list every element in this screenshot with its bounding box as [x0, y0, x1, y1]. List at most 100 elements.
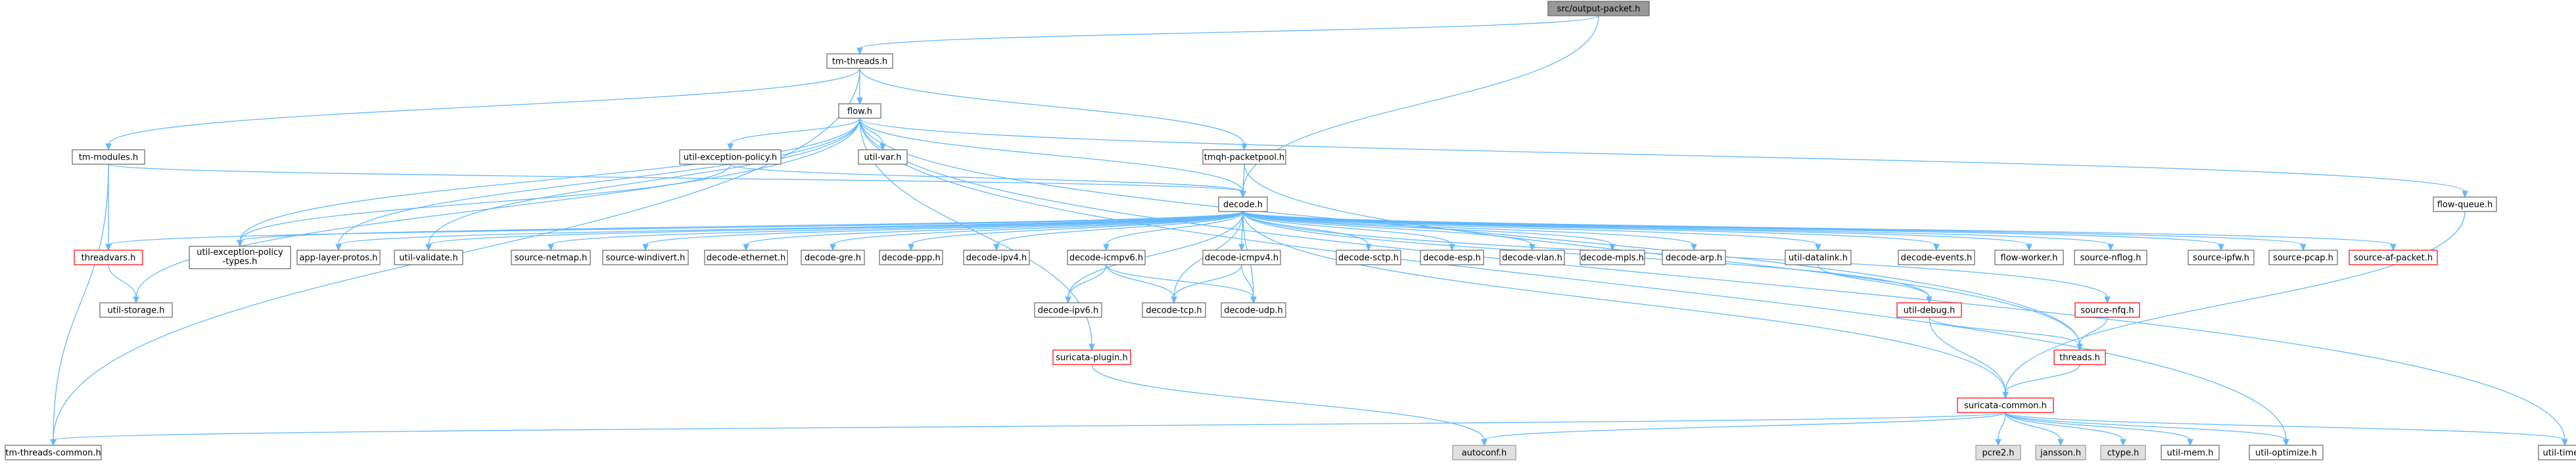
- node-label: autoconf.h: [1462, 449, 1507, 458]
- node-label: -types.h: [223, 257, 258, 267]
- node-source-windivert[interactable]: source-windivert.h: [602, 250, 689, 265]
- edge-decode-icmpv4-to-decode-udp: [1241, 264, 1257, 304]
- node-suricata-plugin[interactable]: suricata-plugin.h: [1052, 349, 1131, 365]
- node-label: decode-tcp.h: [1146, 306, 1202, 316]
- node-decode-ipv4[interactable]: decode-ipv4.h: [963, 250, 1030, 265]
- node-util-storage[interactable]: util-storage.h: [99, 302, 173, 318]
- node-label: pcre2.h: [1982, 449, 2014, 458]
- node-decode-ipv6[interactable]: decode-ipv6.h: [1034, 302, 1102, 318]
- node-util-validate[interactable]: util-validate.h: [394, 250, 463, 265]
- node-label: tm-modules.h: [79, 153, 138, 163]
- node-label: tm-threads.h: [832, 57, 887, 67]
- node-source-nflog[interactable]: source-nflog.h: [2074, 250, 2147, 265]
- edges-layer: [50, 15, 2568, 447]
- edge-decode-to-util-datalink: [1242, 211, 1821, 252]
- edge-suricata-common-to-util-optimize: [2005, 412, 2289, 447]
- node-threads[interactable]: threads.h: [2053, 349, 2106, 365]
- node-autoconf[interactable]: autoconf.h: [1452, 445, 1516, 460]
- node-label: src/output-packet.h: [1557, 5, 1641, 14]
- node-util-debug[interactable]: util-debug.h: [1896, 302, 1962, 318]
- edge-decode-icmpv6-to-decode-tcp: [1106, 264, 1177, 304]
- node-app-layer-protos[interactable]: app-layer-protos.h: [296, 250, 381, 265]
- node-output-packet[interactable]: src/output-packet.h: [1547, 1, 1650, 16]
- node-decode-ethernet[interactable]: decode-ethernet.h: [704, 250, 788, 265]
- edge-suricata-common-to-jansson: [2005, 412, 2064, 447]
- node-decode-events[interactable]: decode-events.h: [1898, 250, 1975, 265]
- edge-util-exception-policy-to-util-exception-policy-types: [237, 164, 731, 248]
- edge-flow-to-util-time: [859, 118, 2568, 447]
- node-label: util-var.h: [864, 153, 901, 163]
- node-label: util-time.h: [2543, 449, 2576, 458]
- node-flow[interactable]: flow.h: [838, 103, 881, 119]
- node-source-af-packet[interactable]: source-af-packet.h: [2349, 250, 2438, 265]
- node-label: decode-events.h: [1901, 254, 1972, 263]
- edge-tm-threads-to-tm-modules: [105, 68, 860, 151]
- node-label: threads.h: [2059, 353, 2100, 363]
- node-ctype[interactable]: ctype.h: [2100, 445, 2146, 460]
- node-util-exception-policy[interactable]: util-exception-policy.h: [679, 149, 782, 165]
- node-tmqh-packetpool[interactable]: tmqh-packetpool.h: [1202, 149, 1286, 165]
- node-decode-mpls[interactable]: decode-mpls.h: [1580, 250, 1645, 265]
- node-decode-esp[interactable]: decode-esp.h: [1420, 250, 1484, 265]
- edge-suricata-common-to-util-mem: [2005, 412, 2193, 447]
- node-source-nfq[interactable]: source-nfq.h: [2074, 302, 2140, 318]
- edge-tm-threads-to-tmqh-packetpool: [859, 68, 1248, 151]
- node-suricata-common[interactable]: suricata-common.h: [1957, 397, 2054, 413]
- edge-decode-to-util-exception-policy-types: [237, 211, 1244, 248]
- edge-suricata-common-to-pcre2: [1995, 412, 2006, 447]
- node-decode-vlan[interactable]: decode-vlan.h: [1499, 250, 1565, 265]
- node-util-time[interactable]: util-time.h: [2538, 445, 2576, 460]
- node-source-netmap[interactable]: source-netmap.h: [511, 250, 591, 265]
- node-flow-worker[interactable]: flow-worker.h: [1994, 250, 2064, 265]
- node-decode-udp[interactable]: decode-udp.h: [1221, 302, 1286, 318]
- node-label: tmqh-packetpool.h: [1204, 153, 1285, 163]
- node-label: tm-threads-common.h: [5, 449, 101, 458]
- node-decode[interactable]: decode.h: [1218, 196, 1268, 212]
- edge-util-exception-policy-to-decode: [730, 164, 1246, 198]
- node-decode-tcp[interactable]: decode-tcp.h: [1142, 302, 1206, 318]
- edge-decode-to-source-netmap: [548, 211, 1244, 252]
- node-jansson[interactable]: jansson.h: [2035, 445, 2086, 460]
- node-decode-icmpv4[interactable]: decode-icmpv4.h: [1202, 250, 1281, 265]
- node-source-ipfw[interactable]: source-ipfw.h: [2188, 250, 2255, 265]
- edge-flow-to-util-exception-policy: [727, 118, 860, 151]
- node-util-exception-policy-types[interactable]: util-exception-policy-types.h: [189, 246, 291, 269]
- node-threadvars[interactable]: threadvars.h: [74, 250, 143, 265]
- node-pcre2[interactable]: pcre2.h: [1975, 445, 2021, 460]
- node-decode-ppp[interactable]: decode-ppp.h: [879, 250, 943, 265]
- node-label: decode-esp.h: [1423, 254, 1481, 263]
- edge-decode-to-suricata-common: [1242, 211, 2009, 399]
- edge-decode-to-decode-ppp: [908, 211, 1244, 252]
- node-label: util-debug.h: [1904, 306, 1955, 316]
- edge-suricata-common-to-util-time: [2005, 412, 2568, 447]
- edge-flow-to-util-storage: [133, 118, 860, 304]
- node-source-pcap[interactable]: source-pcap.h: [2268, 250, 2338, 265]
- edge-decode-to-source-af-packet: [1242, 211, 2397, 252]
- node-label: util-mem.h: [2167, 449, 2214, 458]
- edge-decode-icmpv4-to-decode-tcp: [1171, 264, 1242, 304]
- node-tm-threads-common[interactable]: tm-threads-common.h: [5, 445, 102, 460]
- edge-decode-to-threadvars: [105, 211, 1244, 252]
- edge-util-debug-to-suricata-common: [1929, 317, 2009, 399]
- node-decode-icmpv6[interactable]: decode-icmpv6.h: [1067, 250, 1146, 265]
- node-decode-arp[interactable]: decode-arp.h: [1662, 250, 1726, 265]
- node-util-mem[interactable]: util-mem.h: [2161, 445, 2220, 460]
- node-tm-modules[interactable]: tm-modules.h: [72, 149, 145, 165]
- edge-decode-icmpv6-to-decode-ipv6: [1065, 264, 1107, 304]
- edge-decode-to-source-pcap: [1242, 211, 2307, 252]
- node-label: decode-udp.h: [1224, 306, 1282, 316]
- node-label: decode-mpls.h: [1581, 254, 1644, 263]
- node-util-var[interactable]: util-var.h: [858, 149, 908, 165]
- node-tm-threads[interactable]: tm-threads.h: [826, 53, 893, 69]
- node-label: jansson.h: [2040, 449, 2081, 458]
- edge-flow-to-util-var: [859, 118, 886, 151]
- node-label: source-nflog.h: [2080, 254, 2142, 263]
- node-util-optimize[interactable]: util-optimize.h: [2249, 445, 2324, 460]
- node-decode-sctp[interactable]: decode-sctp.h: [1336, 250, 1401, 265]
- node-decode-gre[interactable]: decode-gre.h: [801, 250, 865, 265]
- node-flow-queue[interactable]: flow-queue.h: [2433, 196, 2497, 212]
- node-label: decode-vlan.h: [1502, 254, 1562, 263]
- node-label: source-ipfw.h: [2193, 254, 2249, 263]
- node-util-datalink[interactable]: util-datalink.h: [1785, 250, 1852, 265]
